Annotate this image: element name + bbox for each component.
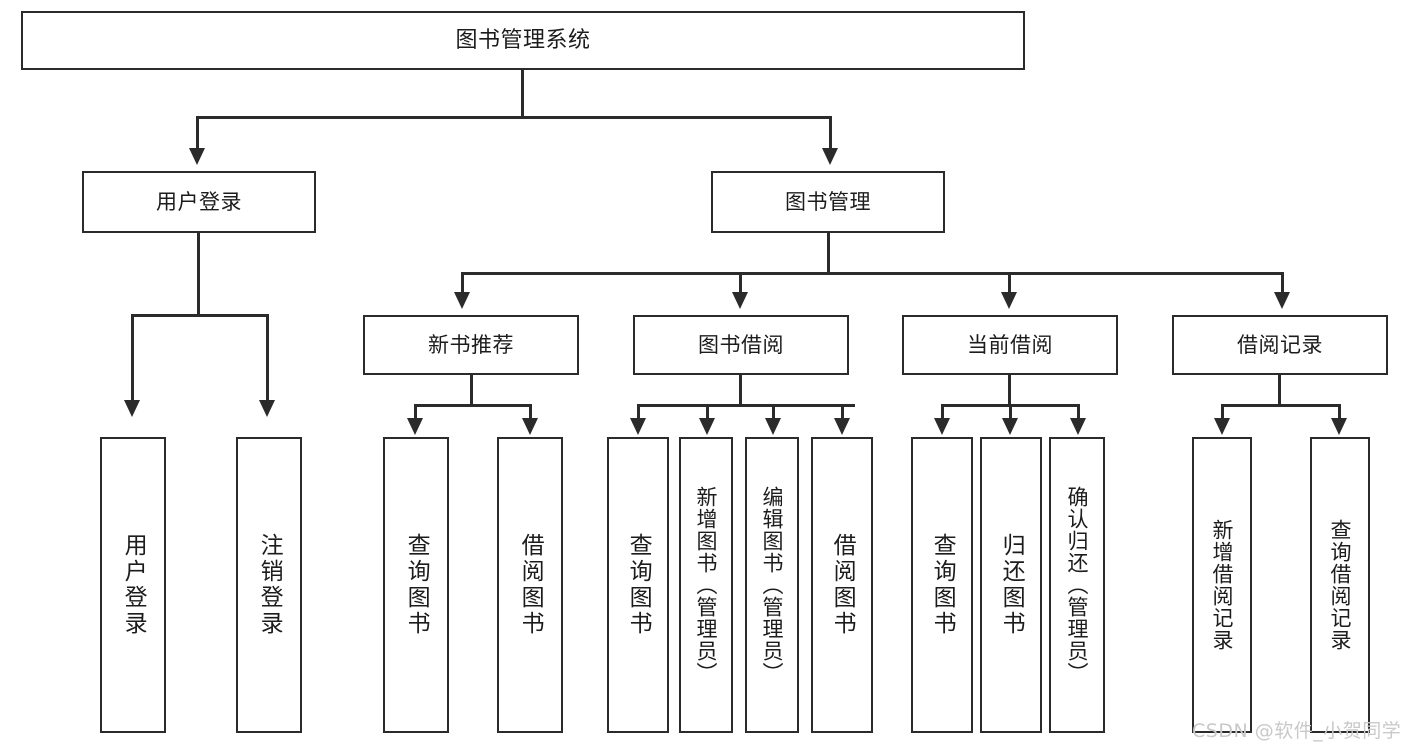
connector-to-borrow-record	[1281, 272, 1284, 294]
node-book-management[interactable]: 图书管理	[711, 171, 945, 233]
leaf-query-book-borrow[interactable]: 查询图书	[607, 437, 669, 733]
connector-current-borrow-child-2	[1009, 404, 1012, 420]
node-book-borrow[interactable]: 图书借阅	[633, 315, 849, 375]
arrowhead-book-borrow-child-2	[699, 418, 715, 435]
connector-to-book-manage	[829, 116, 832, 150]
connector-current-borrow-child-3	[1077, 404, 1080, 420]
node-label: 图书管理系统	[455, 27, 591, 53]
leaf-query-borrow-record[interactable]: 查询借阅记录	[1310, 437, 1370, 733]
node-label: 图书借阅	[698, 332, 784, 357]
node-new-book-recommend[interactable]: 新书推荐	[363, 315, 579, 375]
node-label: 查询图书	[929, 533, 956, 637]
node-label: 确认归还（管理员）	[1065, 486, 1090, 684]
connector-new-book-child-1	[414, 404, 417, 420]
node-label: 用户登录	[120, 533, 147, 637]
connector-book-borrow-child-1	[637, 404, 640, 420]
node-label: 归还图书	[998, 533, 1025, 637]
connector-book-borrow-stem	[739, 375, 742, 406]
connector-borrow-record-child-2	[1338, 404, 1341, 420]
arrowhead-book-borrow-child-3	[765, 418, 781, 435]
node-user-login[interactable]: 用户登录	[82, 171, 316, 233]
arrowhead-current-borrow-child-2	[1002, 418, 1018, 435]
leaf-confirm-return-admin[interactable]: 确认归还（管理员）	[1049, 437, 1105, 733]
arrowhead-current-borrow-child-1	[934, 418, 950, 435]
node-label: 新增借阅记录	[1210, 519, 1235, 651]
connector-book-borrow-bus	[637, 404, 855, 407]
leaf-borrow-book-recommend[interactable]: 借阅图书	[497, 437, 563, 733]
node-label: 新书推荐	[428, 332, 514, 357]
node-current-borrow[interactable]: 当前借阅	[902, 315, 1118, 375]
node-label: 新增图书（管理员）	[694, 486, 719, 684]
arrowhead-borrow-record-child-1	[1214, 418, 1230, 435]
connector-to-book-borrow	[739, 272, 742, 294]
connector-new-book-bus	[414, 404, 532, 407]
arrowhead-book-borrow-child-1	[630, 418, 646, 435]
arrowhead-to-new-book	[454, 292, 470, 309]
arrowhead-to-book-manage	[822, 148, 838, 165]
node-label: 借阅记录	[1237, 332, 1323, 357]
node-label: 编辑图书（管理员）	[760, 486, 785, 684]
arrowhead-to-user-login	[189, 148, 205, 165]
node-label: 查询图书	[625, 533, 652, 637]
node-label: 注销登录	[256, 533, 283, 637]
node-borrow-record[interactable]: 借阅记录	[1172, 315, 1388, 375]
arrowhead-to-borrow-record	[1274, 292, 1290, 309]
arrowhead-to-book-borrow	[732, 292, 748, 309]
connector-current-borrow-child-1	[941, 404, 944, 420]
connector-tier2-bus	[461, 272, 1284, 275]
arrowhead-user-login-child-1	[124, 400, 140, 417]
connector-to-new-book	[461, 272, 464, 294]
node-label: 图书管理	[785, 189, 871, 214]
connector-to-user-login	[196, 116, 199, 150]
arrowhead-borrow-record-child-2	[1331, 418, 1347, 435]
connector-user-login-child-2	[266, 314, 269, 402]
connector-borrow-record-stem	[1278, 375, 1281, 406]
leaf-query-book-current[interactable]: 查询图书	[911, 437, 973, 733]
arrowhead-book-borrow-child-4	[834, 418, 850, 435]
connector-user-login-child-1	[131, 314, 134, 402]
arrowhead-to-current-borrow	[1001, 292, 1017, 309]
watermark-text: CSDN @软件_小贺同学	[1192, 720, 1402, 742]
leaf-return-book[interactable]: 归还图书	[980, 437, 1042, 733]
node-label: 查询借阅记录	[1328, 519, 1353, 651]
node-label: 借阅图书	[829, 533, 856, 637]
connector-book-borrow-child-3	[772, 404, 775, 420]
connector-borrow-record-bus	[1221, 404, 1341, 407]
leaf-add-book-admin[interactable]: 新增图书（管理员）	[679, 437, 733, 733]
node-label: 当前借阅	[967, 332, 1053, 357]
leaf-logout[interactable]: 注销登录	[236, 437, 302, 733]
arrowhead-current-borrow-child-3	[1070, 418, 1086, 435]
leaf-user-login[interactable]: 用户登录	[100, 437, 166, 733]
node-label: 用户登录	[156, 189, 242, 214]
connector-new-book-child-2	[529, 404, 532, 420]
arrowhead-new-book-child-1	[407, 418, 423, 435]
connector-current-borrow-stem	[1008, 375, 1011, 406]
leaf-add-borrow-record[interactable]: 新增借阅记录	[1192, 437, 1252, 733]
connector-book-borrow-child-2	[706, 404, 709, 420]
connector-new-book-stem	[470, 375, 473, 406]
connector-tier1-bus	[196, 116, 832, 119]
arrowhead-new-book-child-2	[522, 418, 538, 435]
leaf-borrow-book[interactable]: 借阅图书	[811, 437, 873, 733]
node-label: 借阅图书	[517, 533, 544, 637]
connector-borrow-record-child-1	[1221, 404, 1224, 420]
connector-user-login-bus	[131, 314, 269, 317]
connector-book-borrow-child-4	[841, 404, 844, 420]
connector-to-current-borrow	[1008, 272, 1011, 294]
connector-root-stem	[521, 70, 524, 118]
leaf-query-book-recommend[interactable]: 查询图书	[383, 437, 449, 733]
connector-user-login-stem	[197, 233, 200, 316]
node-label: 查询图书	[403, 533, 430, 637]
connector-book-manage-stem	[827, 233, 830, 275]
leaf-edit-book-admin[interactable]: 编辑图书（管理员）	[745, 437, 799, 733]
node-root-system[interactable]: 图书管理系统	[21, 11, 1025, 70]
arrowhead-user-login-child-2	[259, 400, 275, 417]
